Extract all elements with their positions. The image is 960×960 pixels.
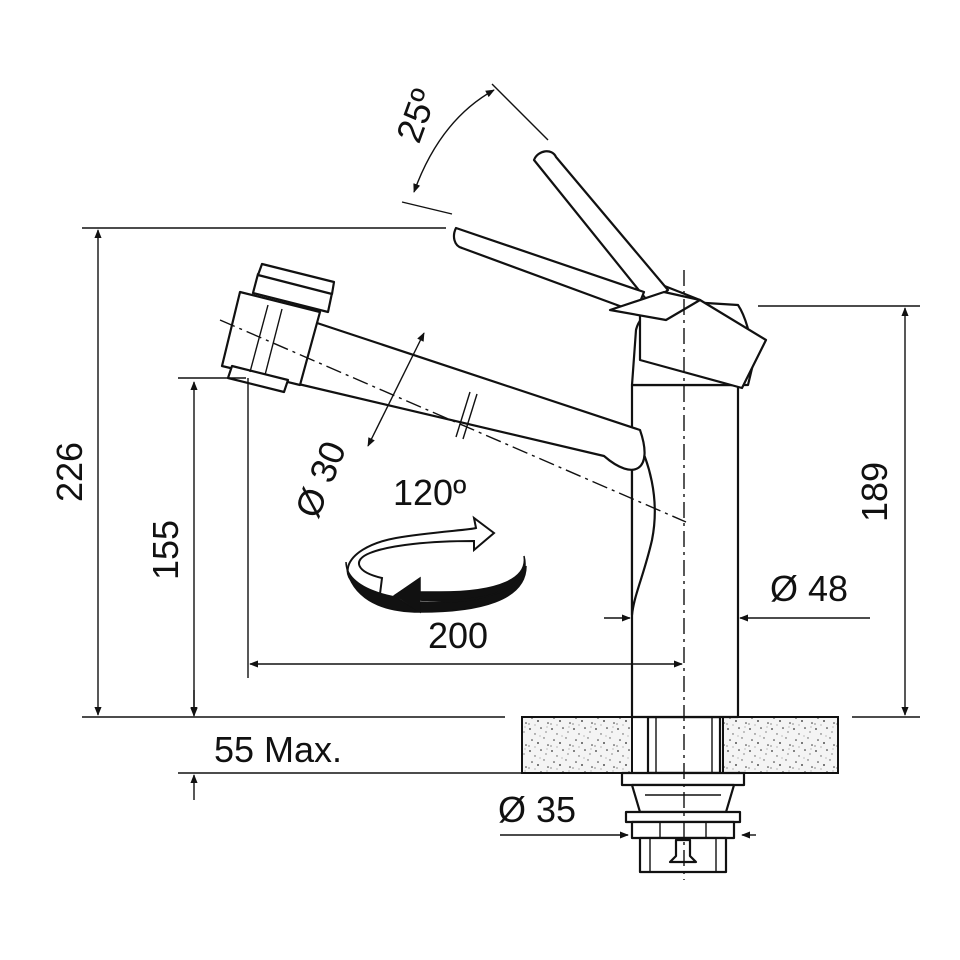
countertop xyxy=(521,716,839,774)
dim-30-line xyxy=(367,332,425,447)
label-dia-30: Ø 30 xyxy=(287,435,354,523)
extension-lines xyxy=(82,83,920,774)
center-lines xyxy=(219,270,687,880)
spout-neck xyxy=(630,428,656,617)
label-25-deg: 25º xyxy=(388,84,445,148)
label-120-deg: 120º xyxy=(393,472,466,513)
label-200: 200 xyxy=(428,615,488,656)
dimension-lines xyxy=(94,89,909,839)
label-55-max: 55 Max. xyxy=(214,729,342,770)
countertop-right-slab xyxy=(722,716,839,774)
rotation-arrow-icon xyxy=(345,515,527,614)
handle-assembly xyxy=(452,150,768,390)
spout-arm xyxy=(292,320,646,471)
dim-25-arc xyxy=(413,89,495,193)
countertop-left-slab xyxy=(521,716,633,774)
label-226: 226 xyxy=(49,442,90,502)
faucet-body xyxy=(630,383,740,719)
spray-head xyxy=(220,262,336,394)
lever-raised xyxy=(532,150,670,306)
lever-horizontal xyxy=(452,226,646,314)
label-dia-48: Ø 48 xyxy=(770,568,848,609)
label-dia-35: Ø 35 xyxy=(498,789,576,830)
label-155: 155 xyxy=(145,520,186,580)
label-189: 189 xyxy=(854,462,895,522)
